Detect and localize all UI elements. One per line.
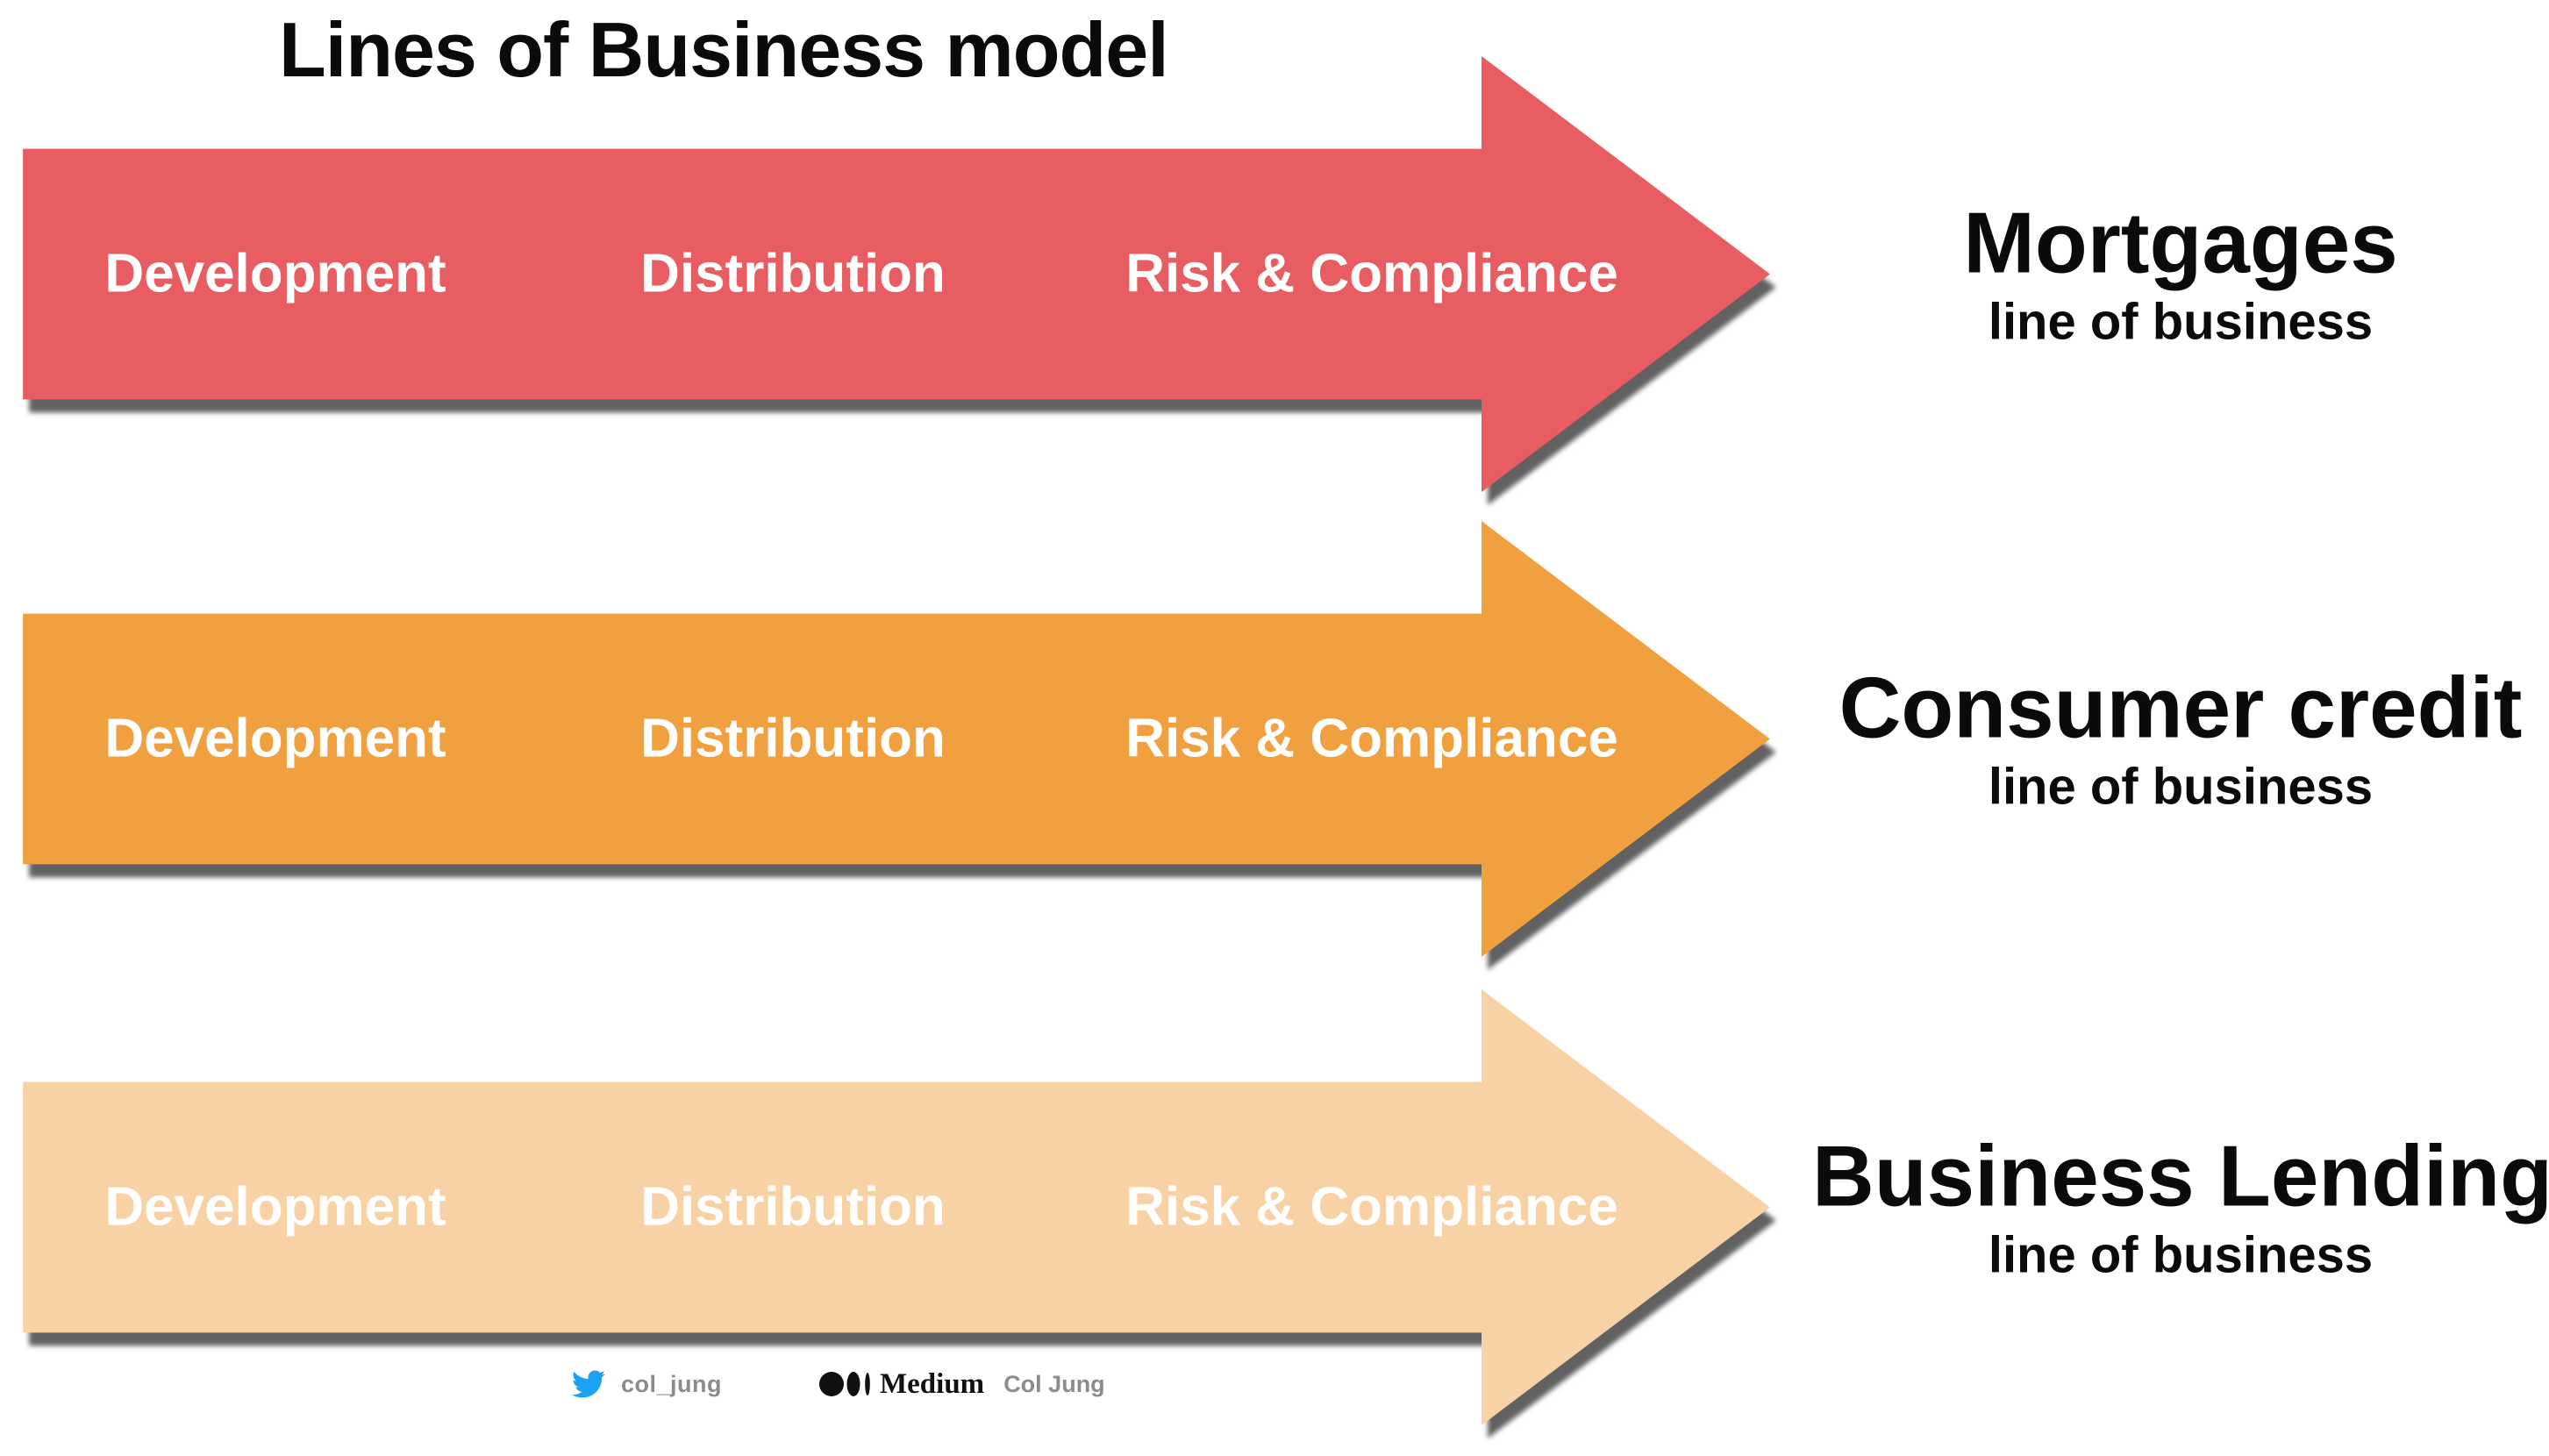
stage-risk-compliance: Risk & Compliance (1125, 1176, 1618, 1238)
stage-risk-compliance: Risk & Compliance (1125, 243, 1618, 304)
stage-development: Development (104, 243, 446, 304)
stage-development: Development (104, 1176, 446, 1238)
lob-row-consumer-credit: Development Distribution Risk & Complian… (23, 521, 2549, 957)
lob-subtitle: line of business (1988, 293, 2374, 351)
arrow-shape (23, 56, 1770, 492)
lob-label-mortgages: Mortgages line of business (1812, 195, 2549, 352)
twitter-handle: col_jung (621, 1370, 723, 1397)
lob-row-mortgages: Development Distribution Risk & Complian… (23, 56, 2549, 492)
consumer-credit-arrow (23, 521, 1770, 957)
footer-credits: col_jung Medium Col Jung (568, 1361, 1105, 1407)
business-lending-arrow (23, 989, 1770, 1425)
lob-subtitle: line of business (1988, 1226, 2374, 1284)
medium-logo-icon (819, 1372, 870, 1396)
mortgages-arrow (23, 56, 1770, 492)
arrow-shape (23, 521, 1770, 957)
medium-credit: Medium Col Jung (818, 1368, 1105, 1401)
stage-risk-compliance: Risk & Compliance (1125, 708, 1618, 769)
lob-subtitle: line of business (1988, 758, 2374, 816)
lob-label-business-lending: Business Lending line of business (1812, 1128, 2549, 1285)
lob-name: Consumer credit (1839, 659, 2523, 756)
medium-author: Col Jung (1003, 1370, 1105, 1397)
lob-name: Business Lending (1812, 1127, 2549, 1224)
stage-distribution: Distribution (640, 243, 946, 304)
stage-distribution: Distribution (640, 708, 946, 769)
stage-distribution: Distribution (640, 1176, 946, 1238)
medium-wordmark: Medium (880, 1367, 985, 1400)
stage-development: Development (104, 708, 446, 769)
lob-name: Mortgages (1963, 194, 2398, 291)
twitter-icon (572, 1370, 605, 1398)
twitter-bird (572, 1370, 605, 1398)
lob-label-consumer-credit: Consumer credit line of business (1812, 660, 2549, 817)
arrow-shape (23, 989, 1770, 1425)
lob-row-business-lending: Development Distribution Risk & Complian… (23, 989, 2549, 1425)
diagram-title: Lines of Business model (279, 6, 1169, 93)
